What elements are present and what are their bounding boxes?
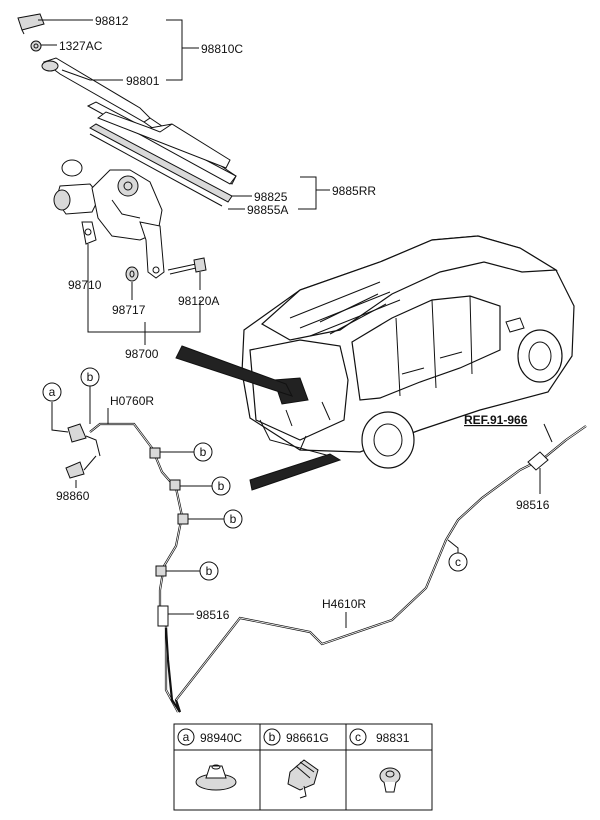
hose-clip-b-1	[149, 447, 161, 459]
legend-item-c: c 98831	[349, 728, 410, 746]
legend-item-b: b 98661G	[263, 728, 329, 746]
leader-98801	[61, 69, 123, 81]
wiper-arm-cap	[17, 13, 45, 35]
callout-b-3: b	[223, 509, 243, 529]
hose-clip-b-3	[177, 513, 189, 525]
label-98700: 98700	[125, 347, 159, 361]
hose-clip-icon	[287, 759, 319, 799]
svg-text:a: a	[49, 385, 56, 399]
svg-text:b: b	[269, 730, 276, 744]
push-clip-icon	[379, 767, 401, 793]
label-98516-left: 98516	[196, 608, 230, 622]
hose-connector-right	[527, 451, 549, 471]
legend-item-a: a 98940C	[177, 728, 242, 746]
callout-b-1: b	[193, 442, 213, 462]
label-98801: 98801	[126, 74, 160, 88]
label-98120a: 98120A	[178, 294, 219, 308]
label-98717: 98717	[112, 303, 146, 317]
label-98812: 98812	[95, 14, 129, 28]
hose-clip-b-4	[155, 565, 167, 577]
svg-text:b: b	[218, 479, 225, 493]
legend-table	[173, 723, 433, 811]
hose-h0760r	[89, 422, 184, 606]
label-ref-91-966: REF.91-966	[464, 413, 528, 427]
svg-text:b: b	[206, 564, 213, 578]
svg-text:c: c	[355, 730, 361, 744]
bracket-98810c	[166, 19, 199, 81]
grommet-icon	[195, 764, 237, 791]
callout-c: c	[448, 552, 468, 572]
svg-text:98940C: 98940C	[200, 731, 242, 745]
wiper-blade	[86, 101, 237, 207]
bracket-9885rr	[298, 176, 330, 210]
hose-ref-91-966	[543, 425, 587, 459]
callout-b-nozzle: b	[80, 367, 100, 387]
label-98860: 98860	[56, 489, 90, 503]
callout-b-2: b	[211, 476, 231, 496]
label-9885rr: 9885RR	[332, 184, 376, 198]
label-h0760r: H0760R	[110, 394, 154, 408]
motor-bolt	[167, 257, 207, 275]
hose-h4610r	[164, 459, 541, 713]
svg-text:c: c	[455, 555, 461, 569]
label-98810c: 98810C	[201, 42, 243, 56]
svg-text:a: a	[183, 730, 190, 744]
wiper-motor	[53, 159, 165, 279]
pointer-arrow-wiper	[175, 345, 293, 397]
label-1327ac: 1327AC	[59, 39, 103, 53]
leader-c	[447, 539, 459, 554]
label-98516-right: 98516	[516, 498, 550, 512]
callout-b-4: b	[199, 561, 219, 581]
motor-bushing	[125, 266, 139, 282]
washer-nozzle	[65, 423, 101, 479]
label-98855a: 98855A	[247, 203, 288, 217]
label-h4610r: H4610R	[322, 597, 366, 611]
svg-text:98661G: 98661G	[286, 731, 329, 745]
label-98710: 98710	[68, 278, 102, 292]
pointer-arrow-hose	[249, 453, 342, 491]
wiper-arm-nut	[30, 40, 42, 52]
suv-illustration	[241, 235, 575, 469]
leader-ref	[543, 423, 553, 443]
callout-a: a	[42, 382, 62, 402]
hose-connector-left	[157, 605, 169, 627]
svg-text:b: b	[87, 370, 94, 384]
leader-a	[51, 402, 69, 433]
svg-text:b: b	[230, 512, 237, 526]
hose-clip-b-2	[169, 479, 181, 491]
svg-text:b: b	[200, 445, 207, 459]
svg-text:98831: 98831	[376, 731, 410, 745]
bracket-98700	[87, 244, 201, 345]
label-98825: 98825	[254, 190, 288, 204]
